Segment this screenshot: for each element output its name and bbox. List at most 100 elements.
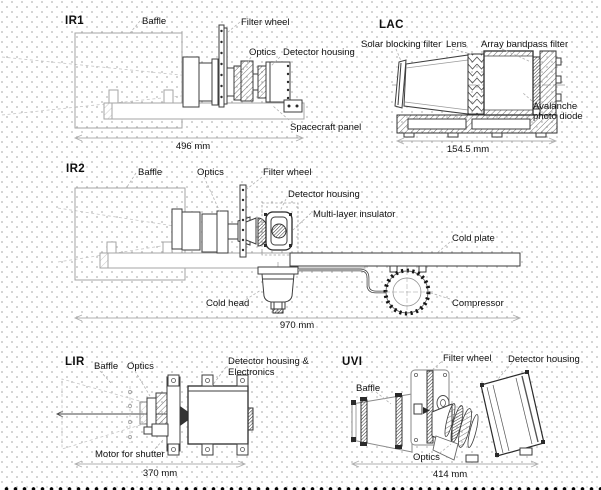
uvi-bracket	[432, 435, 459, 461]
ir2-optics-label: Optics	[197, 167, 224, 178]
ir2-cold-plate	[289, 252, 521, 267]
ir1-detector-housing-label: Detector housing	[283, 47, 355, 58]
lir-baffle	[61, 378, 151, 450]
lir-optics-leader	[134, 370, 151, 397]
uvi-diagram: UVI Filter wheel Detector housing Baffle…	[342, 353, 580, 480]
ir1-fov-line	[1, 94, 191, 116]
lir-dimension-label: 370 mm	[143, 468, 177, 479]
lir-dimension	[73, 460, 247, 468]
ir1-telescope-stack	[182, 24, 303, 113]
lac-solar-blocking-filter	[394, 59, 407, 109]
uvi-baffle	[351, 393, 413, 453]
ir1-filter-wheel	[218, 24, 225, 108]
lir-mount-plate	[166, 376, 181, 452]
ir1-optics	[233, 65, 242, 101]
ir2-baffle-leader	[126, 172, 137, 188]
ir1-spacecraft-panel-label: Spacecraft panel	[290, 122, 361, 133]
uvi-filter-wheel-label: Filter wheel	[443, 353, 492, 364]
lir-electronics-leader	[211, 366, 227, 387]
lac-diagram: LAC Solar blocking filter Lens Array ban…	[361, 19, 583, 155]
uvi-dimension	[350, 460, 540, 468]
ir2-cold-head	[257, 262, 299, 314]
uvi-baffle-leader	[375, 391, 392, 405]
lir-optics	[139, 401, 148, 425]
lac-dimension-label: 154.5 mm	[447, 144, 489, 155]
ir2-telescope-stack	[171, 184, 299, 258]
perforation-border	[0, 482, 601, 490]
ir2-cold-head-label: Cold head	[206, 298, 249, 309]
ir1-optics-label: Optics	[249, 47, 276, 58]
lir-baffle-leader	[99, 370, 113, 385]
lac-lens-leader	[451, 48, 472, 55]
ir2-filter-wheel-label: Filter wheel	[263, 167, 312, 178]
ir1-filter-wheel-label: Filter wheel	[241, 17, 290, 28]
lac-array-bandpass-filter-label: Array bandpass filter	[481, 39, 568, 50]
ir2-cold-plate-leader	[436, 241, 451, 254]
lac-solar-blocking-filter-label: Solar blocking filter	[361, 39, 441, 50]
lac-avalanche-label-line1: Avalanche	[533, 101, 577, 112]
lir-motor-label: Motor for shutter	[95, 449, 165, 460]
uvi-optics-label: Optics	[413, 452, 440, 463]
lir-motor-leader	[151, 438, 165, 453]
ir1-panel-hatch	[103, 102, 113, 120]
lir-electronics-box	[167, 374, 254, 456]
uvi-optics	[431, 403, 479, 461]
uvi-dimension-label: 414 mm	[433, 469, 467, 480]
lir-optics-label: Optics	[127, 361, 154, 372]
lac-title: LAC	[379, 19, 404, 31]
ir2-title: IR2	[66, 163, 85, 175]
lac-body	[483, 50, 534, 116]
ir2-foot	[106, 241, 117, 254]
ir2-dimension-label: 970 mm	[280, 320, 314, 331]
ir1-detector-leader	[270, 56, 281, 67]
lir-shutter-motor	[151, 423, 169, 437]
ir1-title: IR1	[65, 15, 84, 27]
ir2-mli-leader	[292, 212, 312, 231]
uvi-detector-housing	[465, 370, 545, 463]
ir1-spacecraft-panel	[103, 102, 305, 120]
ir2-compressor-leader	[430, 292, 451, 300]
ir1-baffle-leader	[129, 20, 141, 34]
ir1-foot	[163, 89, 174, 104]
uvi-filter-wheel	[426, 370, 434, 444]
lir-diagram: LIR Baffle Optics Detector housing & Ele…	[55, 356, 309, 479]
ir1-diagram: IR1 Baffle Filter wheel Optics Detector …	[1, 15, 361, 152]
ir2-cold-head-leader	[241, 289, 262, 303]
ir1-detector-housing	[269, 61, 291, 103]
ir2-detector-housing-label: Detector housing	[288, 189, 360, 200]
ir1-panel-leader	[272, 105, 290, 121]
ir2-filter-wheel-leader	[246, 176, 263, 190]
lac-abf-leader	[501, 48, 532, 63]
lir-title: LIR	[65, 356, 85, 368]
ir2-pipe	[298, 268, 386, 294]
ir2-dimension	[73, 314, 522, 322]
lir-shutter-wedge	[180, 406, 194, 426]
ir2-baffle-label: Baffle	[138, 167, 162, 178]
ir1-foot	[108, 89, 119, 104]
lac-lens	[467, 53, 485, 115]
lac-dimension	[395, 137, 558, 145]
ir2-fov-line	[57, 207, 188, 229]
ir2-compressor	[383, 265, 431, 316]
ir2-detector-leader	[279, 198, 287, 212]
lir-baffle-label: Baffle	[94, 361, 118, 372]
uvi-optics-leader	[435, 443, 452, 457]
ir1-baffle	[74, 32, 183, 129]
lir-detector-housing-label-line1: Detector housing &	[228, 356, 309, 367]
lir-detector-housing-label-line2: Electronics	[228, 367, 275, 378]
ir2-diagram: IR2 Baffle Optics Filter wheel Detector …	[57, 163, 522, 331]
lac-lens-label: Lens	[446, 39, 467, 50]
ir2-compressor-label: Compressor	[452, 298, 504, 309]
lac-sbf-leader	[395, 48, 402, 62]
lac-apd-leader	[522, 92, 533, 102]
uvi-detector-leader	[497, 362, 513, 380]
ir1-filter-wheel-leader	[227, 21, 241, 33]
ir1-dimension	[73, 134, 305, 142]
ir2-mli-label: Multi-layer insulator	[313, 209, 395, 220]
ir1-optics-leader	[242, 56, 252, 71]
uvi-title: UVI	[342, 356, 362, 368]
ir2-foot	[162, 241, 173, 254]
ir2-optics-leader	[203, 176, 221, 213]
